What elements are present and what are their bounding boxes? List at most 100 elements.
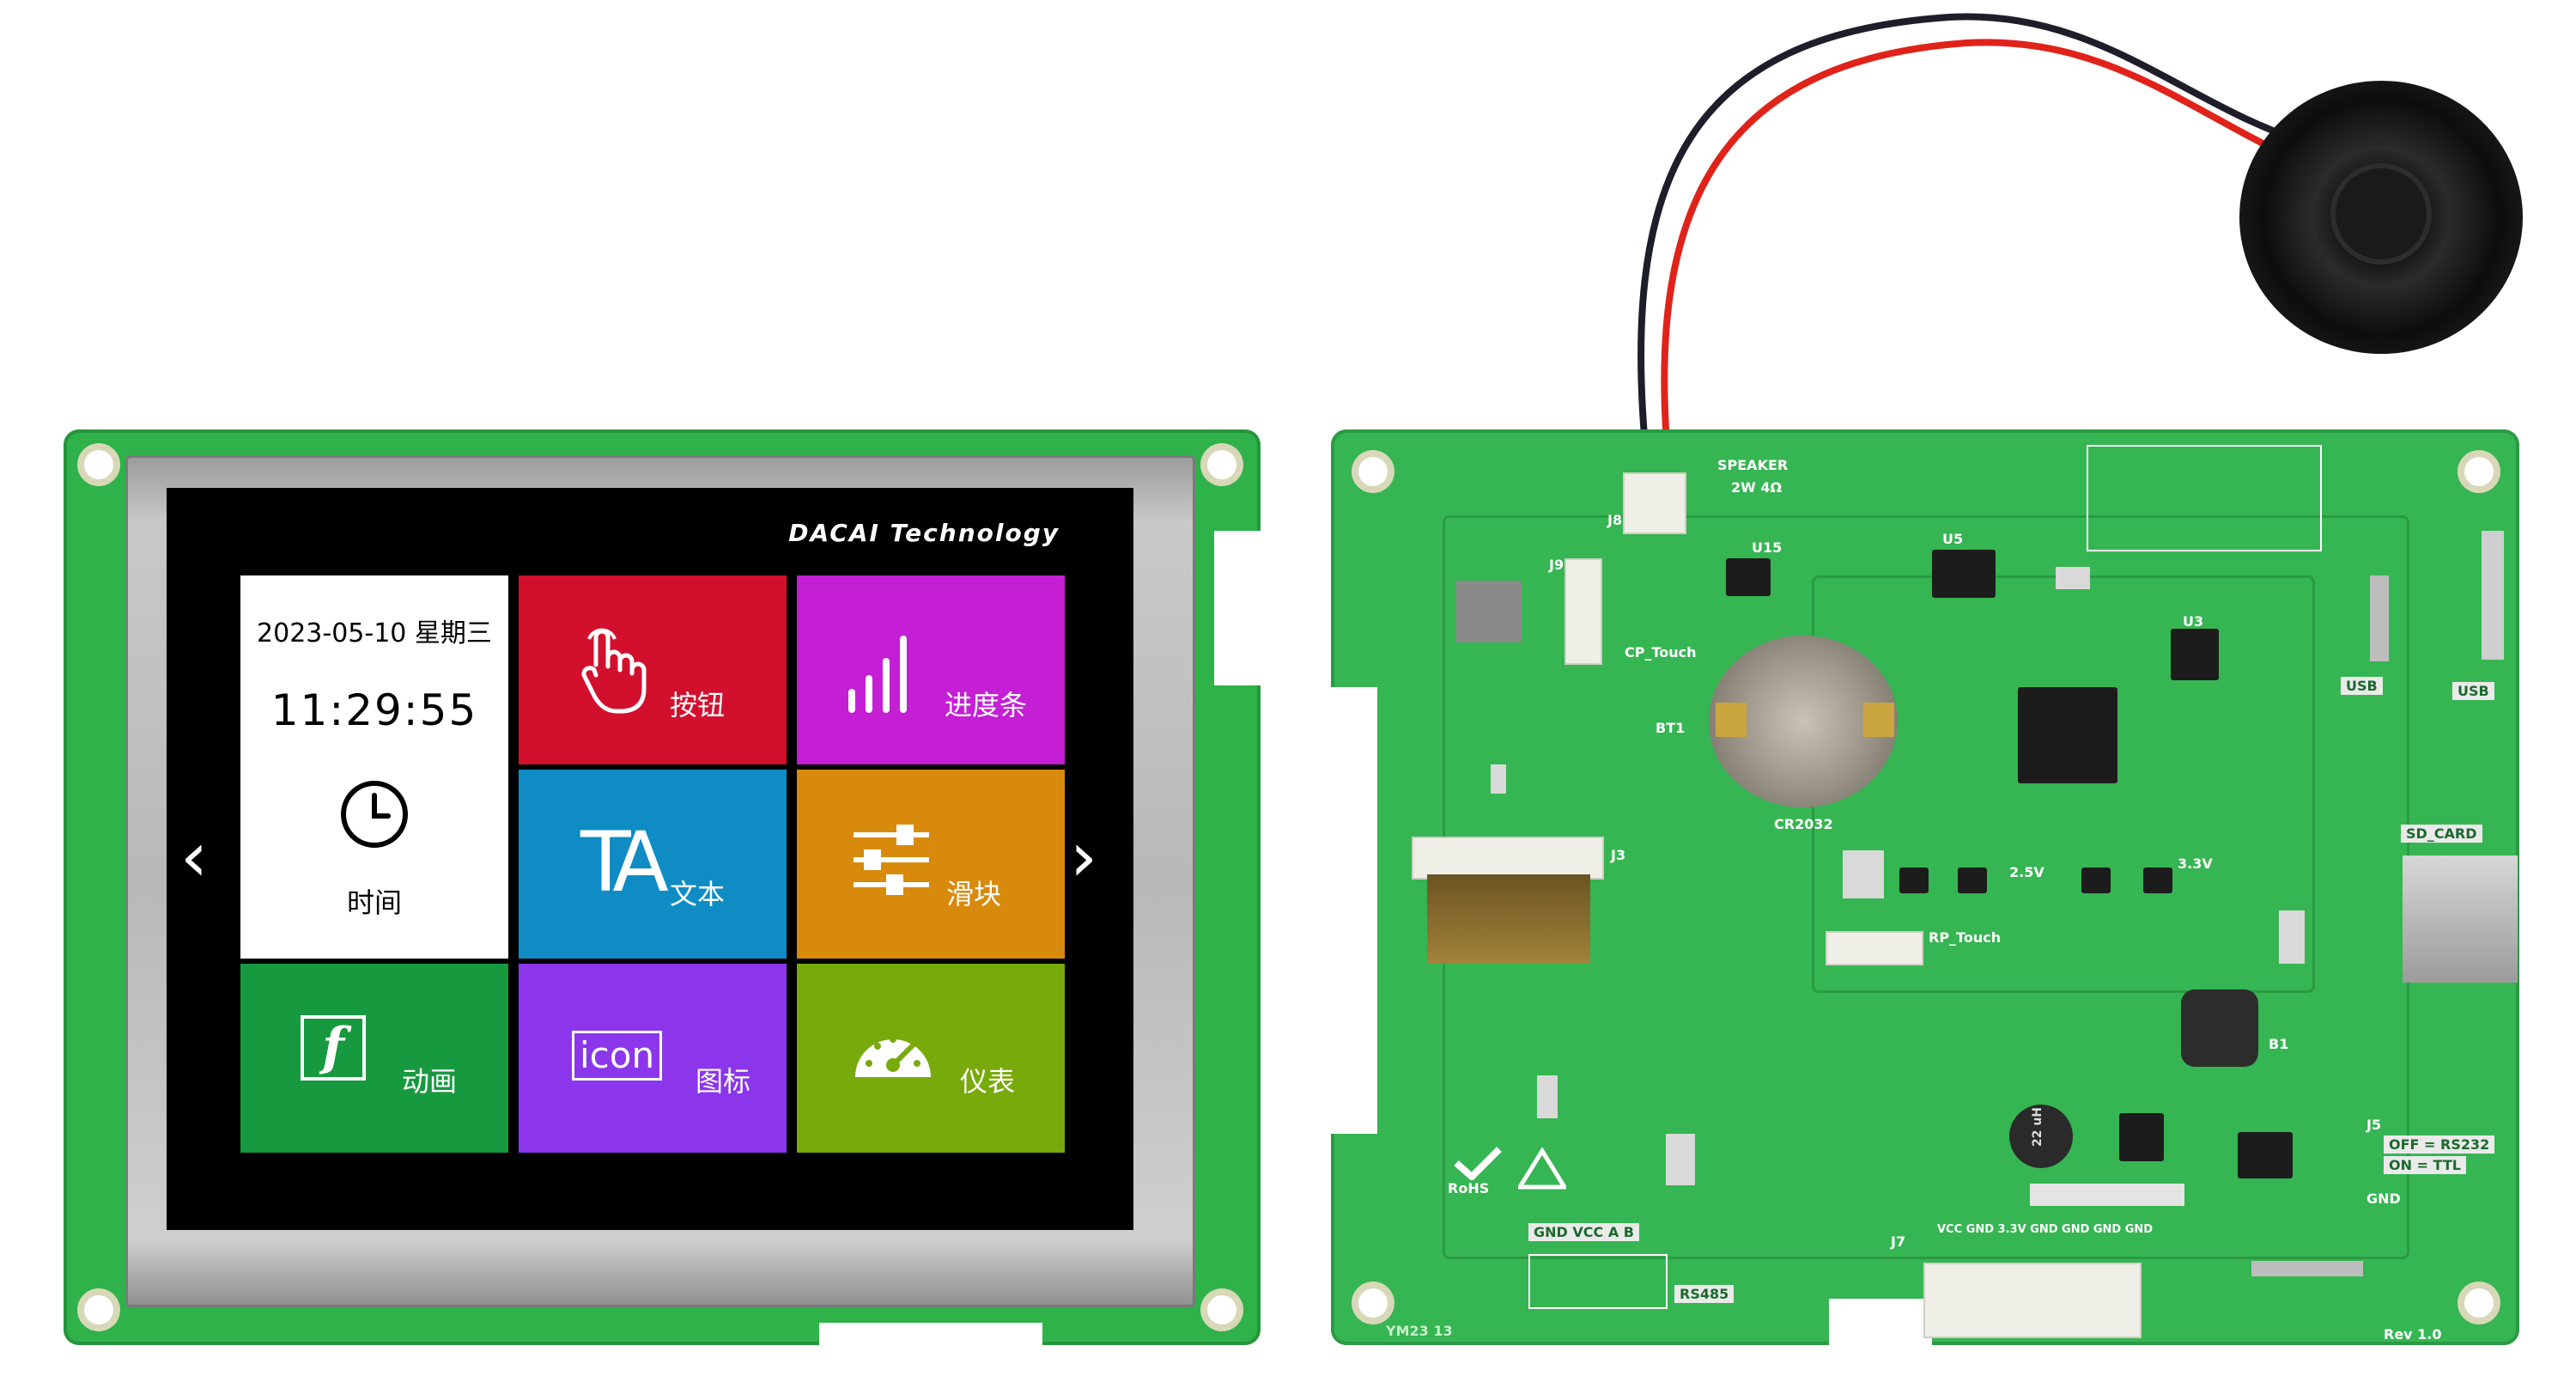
lcd-flex-cable — [1427, 874, 1590, 964]
smd-chip — [2143, 868, 2172, 893]
brand-label: DACAI Technology — [788, 519, 1060, 547]
sliders-icon — [854, 825, 929, 895]
tile-animation[interactable]: f 动画 — [240, 964, 508, 1153]
silk-b1: B1 — [2269, 1036, 2289, 1052]
smd-chip — [2081, 868, 2111, 893]
silk-bt1: BT1 — [1656, 720, 1686, 736]
inductor-l3 — [2119, 1113, 2164, 1161]
next-page-arrow[interactable]: › — [1070, 817, 1097, 897]
lcd-screen: DACAI Technology 2023-05-10 星期三 11:29:55… — [167, 488, 1133, 1230]
silk-usb-left: USB — [2341, 677, 2383, 695]
silk-battery: CR2032 — [1774, 816, 1833, 832]
silk-j5: J5 — [2366, 1117, 2382, 1133]
silk-rev: Rev 1.0 — [2384, 1326, 2442, 1343]
pin-header — [2251, 1261, 2363, 1276]
controller-pcb: SPEAKER 2W 4Ω J8 J9 CP_Touch BT1 CR2032 … — [1331, 429, 2519, 1345]
icon-text-icon: icon — [572, 1031, 663, 1081]
battery-clip — [1863, 703, 1894, 737]
mount-hole — [84, 450, 113, 479]
bar-chart-icon — [848, 636, 907, 713]
text-icon: TA — [580, 814, 669, 910]
clock-label: 11:29:55 — [270, 685, 478, 735]
prev-page-arrow[interactable]: ‹ — [180, 817, 208, 897]
tile-gauge-label: 仪表 — [960, 1065, 1016, 1098]
silk-u3: U3 — [2183, 613, 2204, 630]
silk-rs485-pins: GND VCC A B — [1528, 1223, 1639, 1241]
silk-rp-touch: RP_Touch — [1929, 929, 2002, 946]
electrolytic-capacitor — [2009, 1105, 2073, 1168]
speaker-connector — [1623, 472, 1686, 534]
tile-progress[interactable]: 进度条 — [797, 575, 1065, 764]
sd-card-slot — [2403, 855, 2518, 983]
silk-bottom-pins: VCC GND 3.3V GND GND GND GND — [1937, 1223, 2154, 1236]
pcb-notch — [819, 1323, 1042, 1345]
mount-hole — [1207, 1295, 1236, 1324]
smd-pad — [1666, 1134, 1695, 1185]
tile-icon[interactable]: icon 图标 — [519, 964, 787, 1153]
usb-connector — [2482, 531, 2504, 660]
buzzer-b1 — [2181, 989, 2258, 1067]
tile-button-label: 按钮 — [670, 689, 726, 721]
silk-j8: J8 — [1607, 512, 1623, 528]
rs485-footprint — [1528, 1254, 1668, 1309]
silk-rs485: RS485 — [1674, 1285, 1735, 1303]
silk-j9: J9 — [1549, 557, 1564, 573]
mount-hole — [2464, 1288, 2494, 1318]
usb-header — [2370, 575, 2389, 661]
silk-sd-card: SD_CARD — [2401, 825, 2482, 843]
smd-pad — [1843, 850, 1884, 898]
silk-rohs: RoHS — [1448, 1180, 1490, 1196]
silk-ttl: ON = TTL — [2384, 1156, 2466, 1174]
tile-icon-label: 图标 — [696, 1065, 751, 1098]
smd-chip — [1899, 868, 1929, 893]
hand-touch-icon — [581, 628, 647, 714]
cp-touch-connector — [1564, 558, 1602, 665]
battery-clip — [1716, 703, 1747, 737]
tile-time[interactable]: 2023-05-10 星期三 11:29:55 时间 — [240, 575, 508, 959]
tile-time-label: 时间 — [346, 886, 402, 919]
smd-chip — [1958, 868, 1987, 893]
chip-u15 — [1726, 558, 1771, 596]
smd-pad — [2279, 910, 2305, 964]
tile-button[interactable]: 按钮 — [519, 575, 787, 764]
clock-icon — [341, 781, 408, 848]
silk-outline — [2087, 445, 2322, 551]
silk-ym: YM23 13 — [1386, 1323, 1453, 1339]
pcb-notch — [1331, 687, 1377, 1134]
tile-text[interactable]: TA 文本 — [519, 770, 787, 959]
silk-u5: U5 — [1942, 531, 1964, 547]
label-strip — [2030, 1184, 2184, 1206]
tile-text-label: 文本 — [670, 878, 726, 910]
mount-hole — [2464, 457, 2494, 486]
esd-warning-icon — [1518, 1148, 1566, 1190]
tile-slider[interactable]: 滑块 — [797, 770, 1065, 959]
smd-pad — [1491, 764, 1506, 794]
mount-hole — [1207, 450, 1236, 479]
silk-inductor: 22 uH — [2031, 1106, 2045, 1148]
tile-gauge[interactable]: 仪表 — [797, 964, 1065, 1153]
mount-hole — [84, 1295, 113, 1324]
gauge-icon — [855, 1036, 931, 1077]
rohs-check-icon — [1454, 1147, 1502, 1180]
silk-speaker: SPEAKER — [1717, 457, 1789, 473]
flash-icon: f — [301, 1015, 366, 1081]
lcd-fpc-connector — [1412, 837, 1604, 880]
silk-usb-right: USB — [2452, 682, 2494, 700]
speaker-wires — [1637, 13, 2329, 482]
tile-animation-label: 动画 — [402, 1065, 458, 1098]
smd-pad — [1537, 1075, 1558, 1118]
silk-2v5: 2.5V — [2009, 864, 2044, 880]
mount-hole — [1358, 1288, 1388, 1318]
tile-progress-label: 进度条 — [945, 689, 1028, 721]
silk-j3: J3 — [1611, 847, 1626, 863]
chip-u3 — [2171, 629, 2219, 680]
main-io-connector — [1923, 1263, 2142, 1338]
chip-u2 — [2238, 1132, 2293, 1178]
silk-j7: J7 — [1891, 1233, 1906, 1250]
mount-hole — [1358, 457, 1388, 486]
mcu-chip — [2018, 687, 2117, 783]
pcb-pad — [1456, 581, 1522, 642]
chip-u5 — [1932, 550, 1996, 598]
silk-gnd: GND — [2366, 1190, 2401, 1207]
silk-cp-touch: CP_Touch — [1625, 644, 1697, 661]
